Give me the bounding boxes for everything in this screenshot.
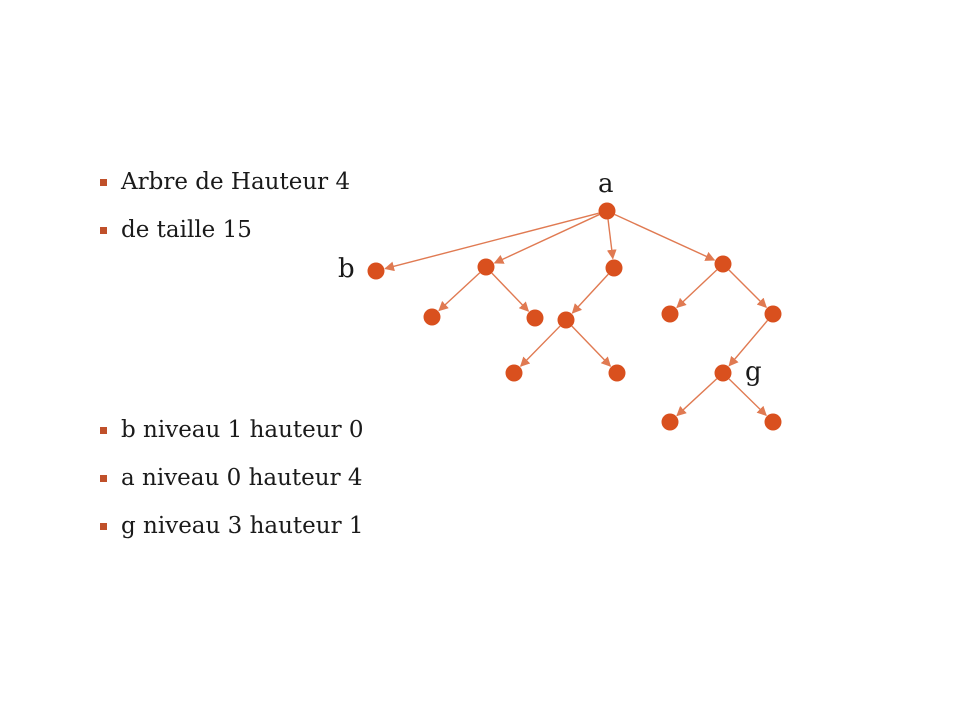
tree-node-d11 <box>505 364 523 382</box>
tree-node-g2 <box>764 413 782 431</box>
tree-node-g <box>714 364 732 382</box>
tree-node-d12 <box>608 364 626 382</box>
top-bullet-list: Arbre de Hauteur 4 de taille 15 <box>100 158 350 254</box>
tree-edge-c-c1 <box>438 272 481 312</box>
tree-edge-g-g2 <box>728 378 767 417</box>
bullet-text: b niveau 1 hauteur 0 <box>121 417 364 443</box>
bottom-bullet-list: b niveau 1 hauteur 0 a niveau 0 hauteur … <box>100 406 364 550</box>
bullet-tree-height: Arbre de Hauteur 4 <box>100 158 350 206</box>
tree-edge-a-b <box>384 212 599 272</box>
bullet-node-g-info: g niveau 3 hauteur 1 <box>100 502 364 550</box>
bullet-node-a-info: a niveau 0 hauteur 4 <box>100 454 364 502</box>
bullet-text: g niveau 3 hauteur 1 <box>121 513 364 539</box>
node-label-a: a <box>598 169 614 199</box>
bullet-text: Arbre de Hauteur 4 <box>121 169 351 195</box>
tree-node-c1 <box>423 308 441 326</box>
tree-node-e1 <box>661 305 679 323</box>
tree-edge-e2-g <box>728 320 769 367</box>
tree-edge-e-e2 <box>728 269 767 308</box>
square-bullet-icon <box>100 178 107 186</box>
tree-edge-a-c <box>493 213 600 264</box>
tree-node-d1 <box>557 311 575 329</box>
tree-edge-g-g1 <box>676 378 718 417</box>
square-bullet-icon <box>100 426 107 434</box>
tree-node-b <box>367 262 385 280</box>
tree-edges <box>384 212 769 417</box>
bullet-tree-size: de taille 15 <box>100 206 350 254</box>
tree-edge-e-e1 <box>676 269 718 309</box>
tree-node-c2 <box>526 309 544 327</box>
bullet-node-b-info: b niveau 1 hauteur 0 <box>100 406 364 454</box>
square-bullet-icon <box>100 522 107 530</box>
tree-node-e <box>714 255 732 273</box>
bullet-text: de taille 15 <box>121 217 252 243</box>
tree-node-e2 <box>764 305 782 323</box>
square-bullet-icon <box>100 474 107 482</box>
tree-edge-d-d1 <box>571 273 609 314</box>
node-label-g: g <box>745 357 762 387</box>
tree-node-g1 <box>661 413 679 431</box>
square-bullet-icon <box>100 226 107 234</box>
tree-node-d <box>605 259 623 277</box>
node-label-b: b <box>338 254 355 284</box>
tree-edge-d1-d11 <box>519 325 561 367</box>
tree-edge-a-d <box>606 219 617 260</box>
tree-nodes <box>367 202 782 431</box>
tree-node-c <box>477 258 495 276</box>
tree-edge-d1-d12 <box>571 325 612 367</box>
bullet-text: a niveau 0 hauteur 4 <box>121 465 363 491</box>
tree-node-a <box>598 202 616 220</box>
tree-edge-c-c2 <box>491 272 530 312</box>
tree-edge-a-e <box>614 213 716 261</box>
